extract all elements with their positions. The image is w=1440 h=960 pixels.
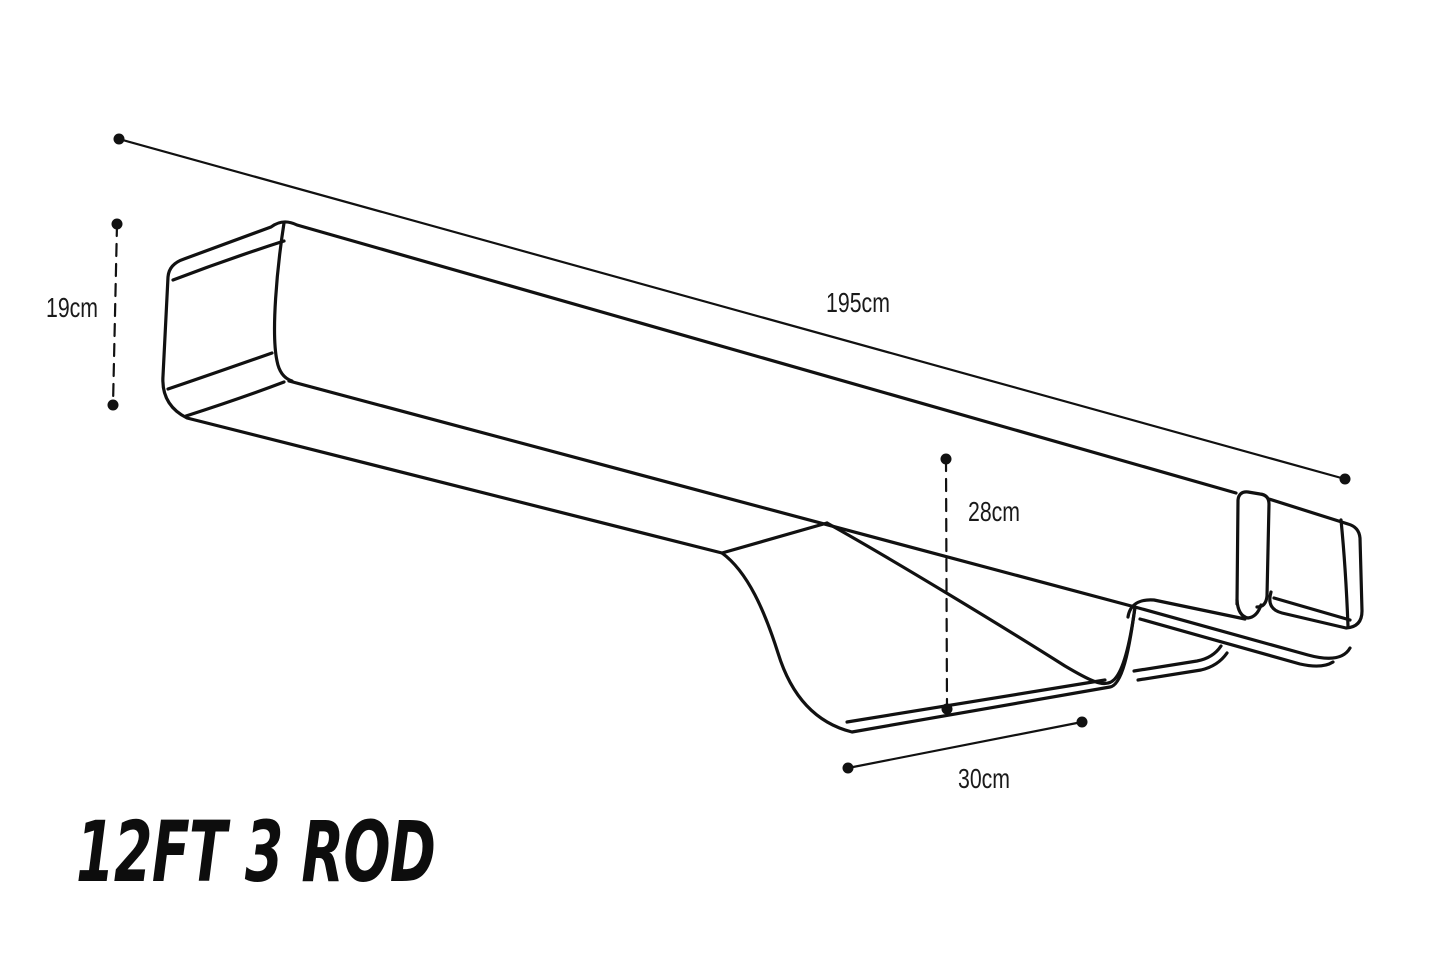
right-collar-bottom [1235,598,1263,620]
pouch-top-edge [720,521,829,555]
dimension-lines [111,137,1347,770]
left-end-cap-bottom-edge [184,380,286,418]
dimension-label-end-height: 19cm [45,292,99,323]
pouch-right-curve [825,521,1137,686]
dimension-endpoint-dot [940,453,952,465]
dimension-endpoint-dots [107,133,1351,774]
pouch-bottom-piping-right [1132,644,1223,673]
dimension-label-pouch-height: 28cm [967,496,1021,527]
dimension-label-pouch-width: 30cm [957,763,1011,794]
dimension-endpoint-dot [1076,716,1088,728]
product-title: 12FT 3 ROD [76,803,436,901]
right-end-cap-bottom-edge [1272,596,1352,622]
dimension-endpoint-dot [111,218,123,230]
pouch-bottom-edge-right [1136,651,1229,682]
left-end-cap-front-edge [272,221,294,383]
tube-bottom-corner [1126,598,1247,621]
dimension-label-length: 195cm [826,287,890,318]
dimension-endpoint-dot [842,762,854,774]
bottom-front-edge [287,379,1137,609]
dimension-endpoint-dot [1339,473,1351,485]
dimension-endpoint-dot [113,133,125,145]
right-collar-band [1235,490,1271,609]
pouch-bottom-piping [845,678,1107,724]
holdall-outline [161,220,1364,734]
left-end-cap-bottom-seam [166,351,274,391]
right-end-cap-seam [1339,518,1350,628]
dimension-line-pouch-height [944,457,949,711]
right-end-cap-outline [1267,497,1364,630]
tube-bottom-strip [1138,617,1335,668]
left-end-cap-top-seam [171,239,286,282]
holdall-body-silhouette [161,220,1352,734]
dimension-line-end-height [111,222,119,407]
dimension-line-pouch-width [846,720,1084,770]
dimension-line-length [117,137,1347,481]
dimension-endpoint-dot [107,399,119,411]
